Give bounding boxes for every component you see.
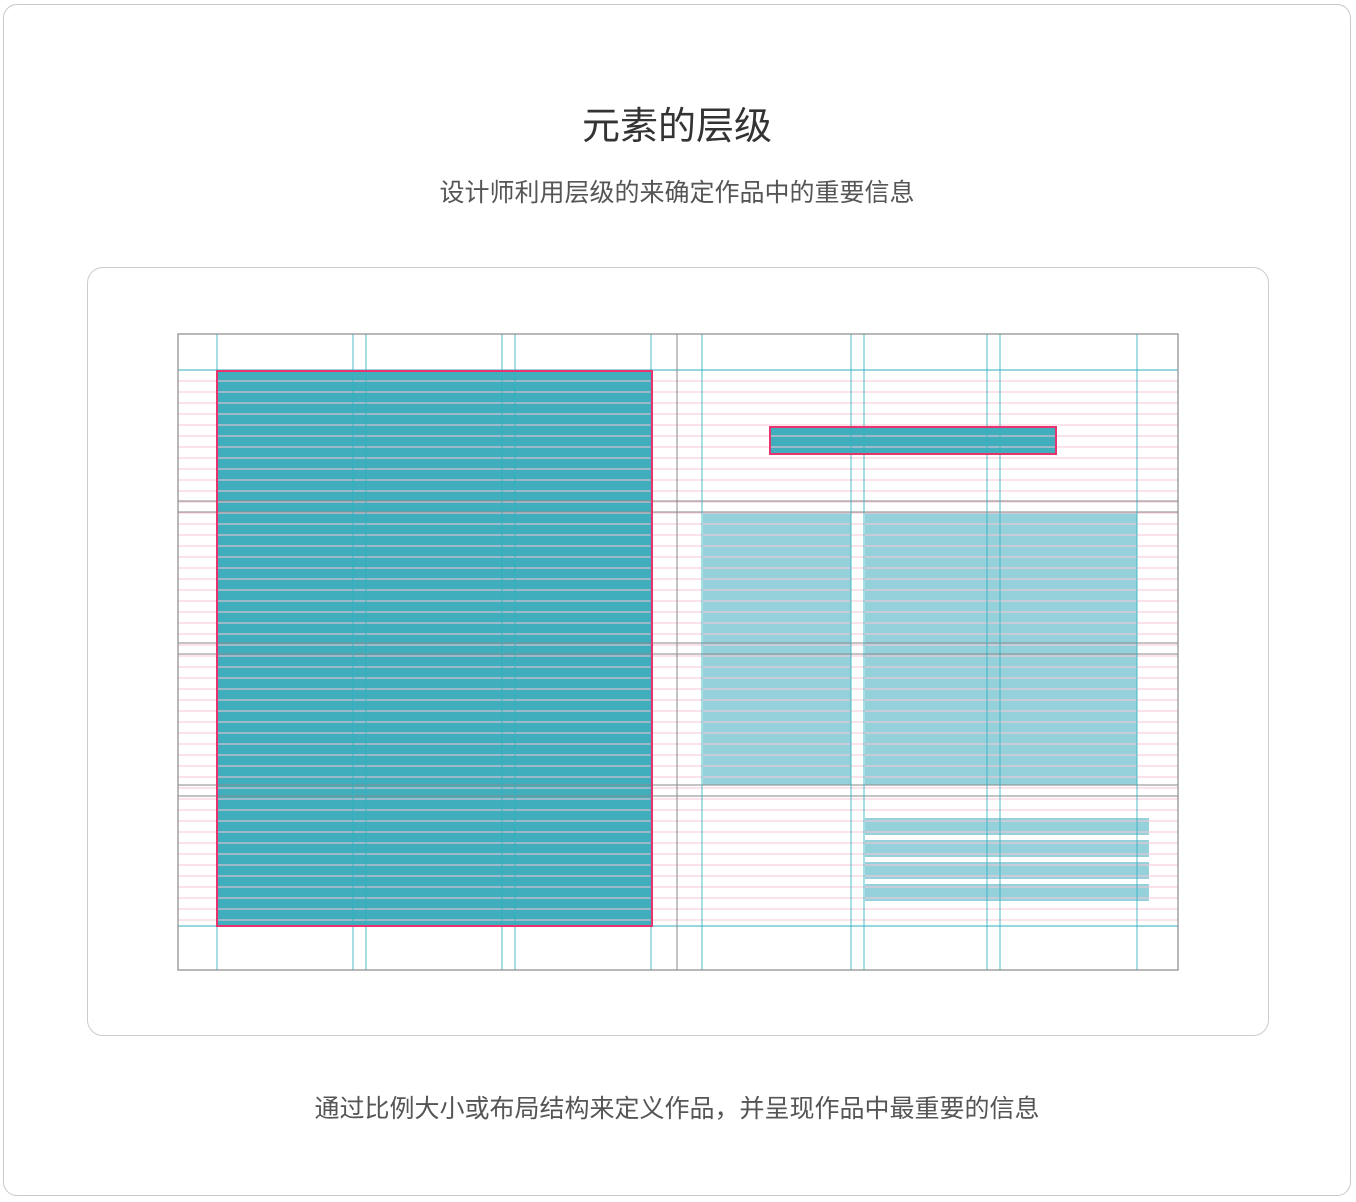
text-line-block <box>865 862 1149 879</box>
text-line-block <box>865 884 1149 901</box>
primary-block-outline <box>216 370 653 927</box>
card: 元素的层级 设计师利用层级的来确定作品中的重要信息 通过比例大小或布局结构来定义… <box>3 4 1351 1196</box>
page-subtitle: 设计师利用层级的来确定作品中的重要信息 <box>439 178 915 207</box>
text-line-block <box>865 840 1149 857</box>
heading-block-outline <box>769 426 1057 455</box>
page-frame <box>177 333 1179 971</box>
image-block-small <box>703 513 851 785</box>
page-title: 元素的层级 <box>581 104 772 148</box>
heading-block <box>770 427 1056 454</box>
caption: 通过比例大小或布局结构来定义作品，并呈现作品中最重要的信息 <box>314 1094 1040 1123</box>
image-block-large <box>865 513 1137 785</box>
text-line-block <box>865 818 1149 835</box>
primary-block <box>217 371 652 926</box>
diagram-panel <box>87 267 1269 1036</box>
